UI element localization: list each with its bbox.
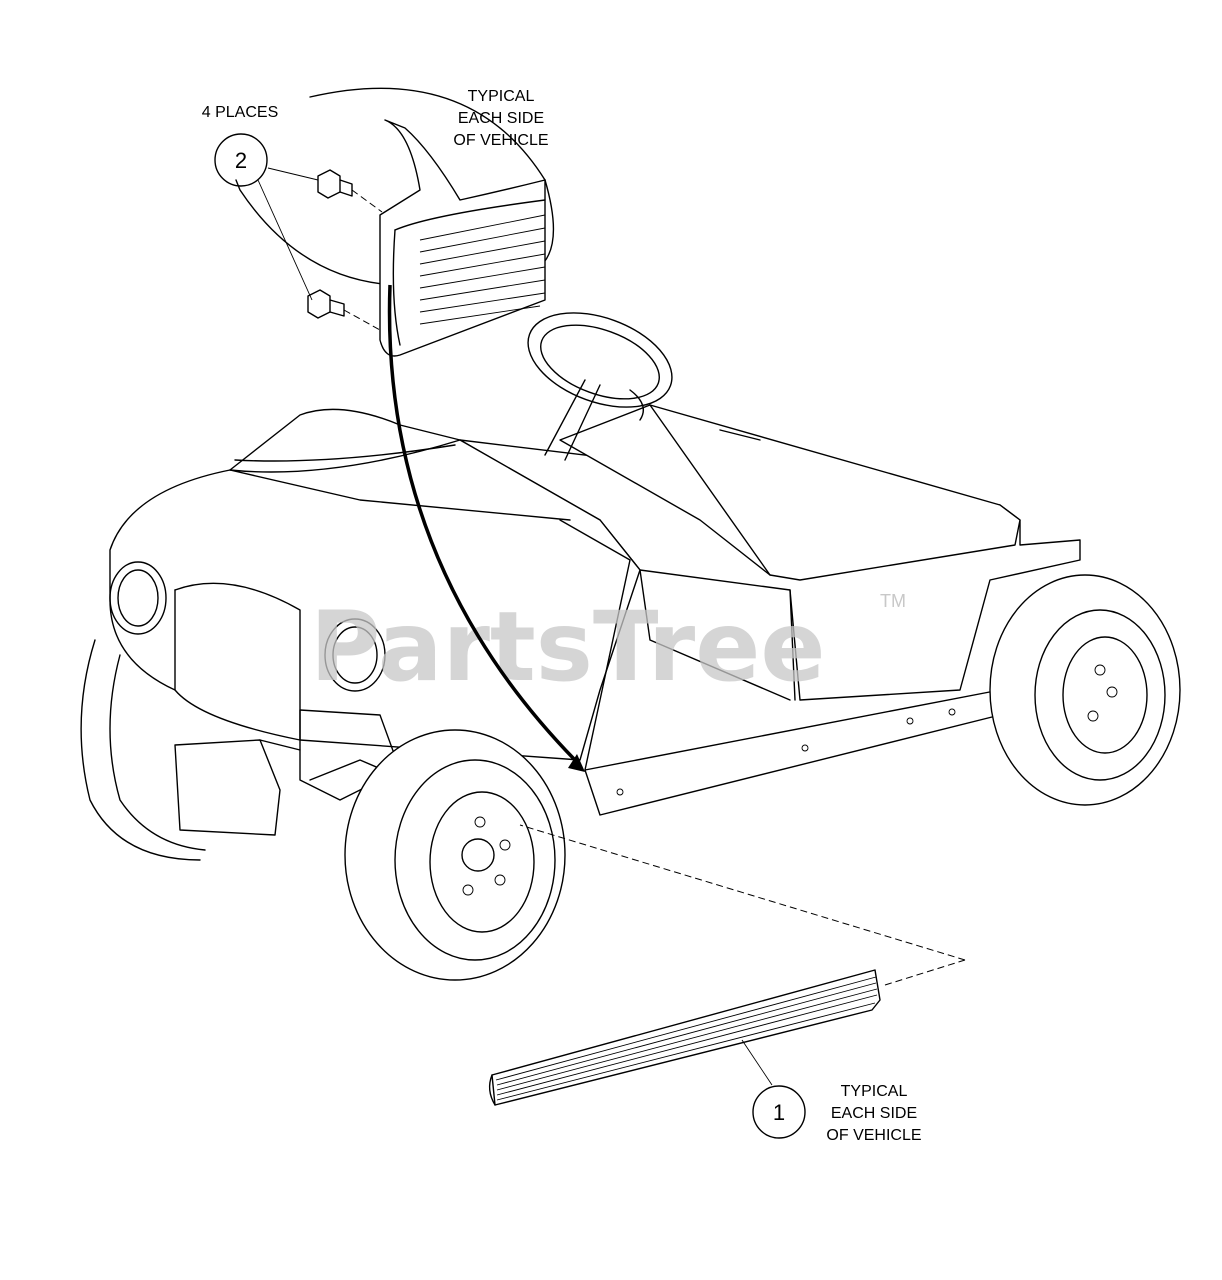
screw-icon xyxy=(307,289,345,319)
callout-1: 1 xyxy=(752,1085,806,1139)
vehicle-illustration xyxy=(80,312,1181,981)
note-line: OF VEHICLE xyxy=(826,1127,921,1144)
note-line: EACH SIDE xyxy=(458,110,544,127)
detail-magnified-view xyxy=(235,87,555,357)
detail-arrow xyxy=(387,284,585,772)
panel-ribs xyxy=(419,214,546,325)
note-top: TYPICAL EACH SIDE OF VEHICLE xyxy=(453,88,548,149)
trim-strip-part xyxy=(488,824,966,1106)
note-line: EACH SIDE xyxy=(831,1105,917,1122)
callout-number: 1 xyxy=(773,1100,785,1125)
callout-2: 2 4 PLACES xyxy=(202,104,278,187)
callout-number: 2 xyxy=(235,148,247,173)
watermark-text: PartsTree xyxy=(310,591,825,703)
watermark-trademark: TM xyxy=(880,591,906,611)
watermark: PartsTree TM xyxy=(310,591,906,703)
note-line: OF VEHICLE xyxy=(453,132,548,149)
note-bottom: TYPICAL EACH SIDE OF VEHICLE xyxy=(826,1083,921,1144)
callout-quantity-note: 4 PLACES xyxy=(202,104,278,121)
screw-icon xyxy=(317,169,353,199)
note-line: TYPICAL xyxy=(468,88,535,105)
note-line: TYPICAL xyxy=(841,1083,908,1100)
